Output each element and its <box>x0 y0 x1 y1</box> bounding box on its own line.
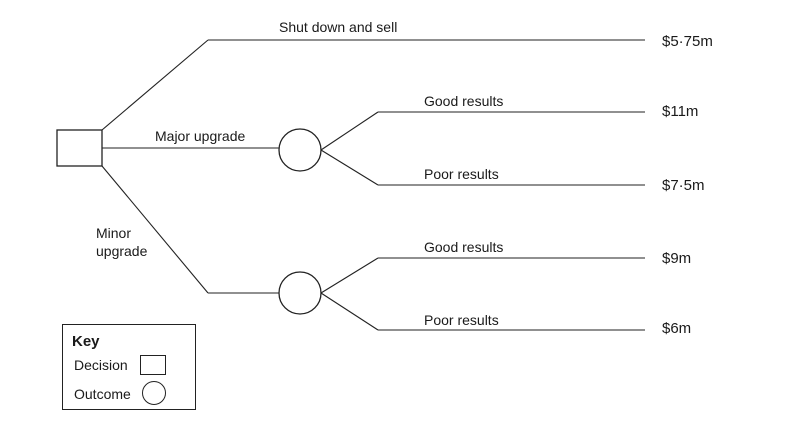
major-poor-value: $7·5m <box>662 177 705 194</box>
minor-poor-diagonal <box>320 292 379 331</box>
minor-upgrade-label-line2: upgrade <box>96 243 148 259</box>
major-good-diagonal <box>320 111 379 151</box>
minor-outcome-node <box>278 271 322 315</box>
major-upgrade-label: Major upgrade <box>155 128 246 144</box>
key-decision-label: Decision <box>74 357 128 373</box>
key-decision-square-icon <box>140 355 166 375</box>
major-poor-diagonal <box>320 149 379 186</box>
shut-down-branch-diagonal <box>101 39 209 131</box>
key-title: Key <box>72 333 100 350</box>
minor-poor-results-label: Poor results <box>424 312 499 328</box>
minor-upgrade-branch-diagonal <box>101 165 209 294</box>
major-good-value: $11m <box>662 103 699 120</box>
major-outcome-node <box>278 128 322 172</box>
key-outcome-circle-icon <box>142 381 166 405</box>
shut-down-label: Shut down and sell <box>279 19 398 35</box>
major-poor-results-label: Poor results <box>424 166 499 182</box>
minor-good-diagonal <box>320 257 379 294</box>
minor-good-results-label: Good results <box>424 239 504 255</box>
decision-node <box>56 129 103 167</box>
minor-poor-value: $6m <box>662 320 692 337</box>
major-good-results-label: Good results <box>424 93 504 109</box>
shut-down-value: $5·75m <box>662 33 713 50</box>
key-outcome-label: Outcome <box>74 386 131 402</box>
minor-good-value: $9m <box>662 250 692 267</box>
key-legend-box <box>62 324 196 410</box>
minor-upgrade-label-line1: Minor <box>96 225 132 241</box>
